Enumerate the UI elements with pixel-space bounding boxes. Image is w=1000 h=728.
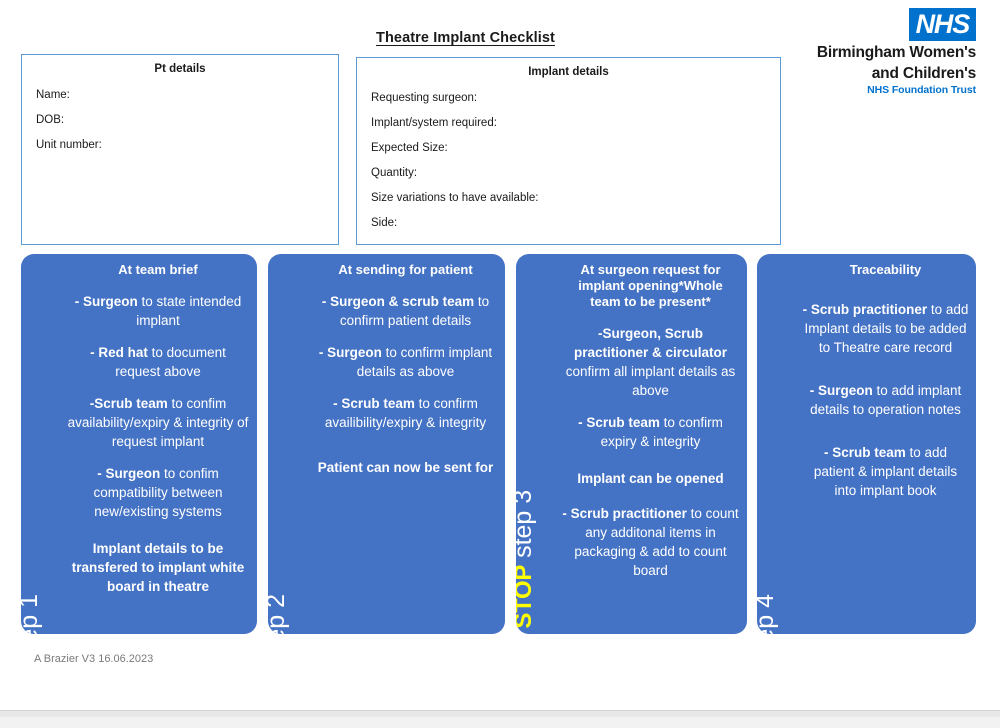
- step-item-rest: to add implant details to operation note…: [810, 383, 962, 417]
- footer-credit: A Brazier V3 16.06.2023: [34, 653, 154, 665]
- step-4-body: Traceability - Scrub practitioner to add…: [801, 262, 970, 628]
- step-item: - Scrub practitioner to add Implant deta…: [801, 300, 970, 357]
- step-3-items-after-note: - Scrub practitioner to count any addito…: [560, 504, 741, 580]
- step-4-label-text: step 4: [757, 594, 779, 634]
- step-2-body: At sending for patient - Surgeon & scrub…: [312, 262, 499, 628]
- step-3-label-text: step 3: [516, 490, 537, 558]
- step-item: - Surgeon & scrub team to confirm patien…: [312, 292, 499, 330]
- step-item: - Scrub team to confirm availibility/exp…: [312, 394, 499, 432]
- step-4-header: Traceability: [849, 262, 922, 277]
- trust-name-line-1: Birmingham Women's: [816, 44, 976, 61]
- step-box-4[interactable]: step 4 Traceability - Scrub practitioner…: [757, 254, 976, 634]
- safety-pit-stop-label: SAFETY PIT STOP: [516, 565, 537, 634]
- step-3-body: At surgeon request for implant opening*W…: [560, 262, 741, 628]
- field-row[interactable]: Requesting surgeon:: [371, 92, 478, 104]
- step-item-strong: - Scrub practitioner: [802, 302, 928, 317]
- step-2-items: - Surgeon & scrub team to confirm patien…: [312, 292, 499, 432]
- step-item: - Surgeon to confirm implant details as …: [312, 343, 499, 381]
- field-row[interactable]: Size variations to have available:: [371, 192, 539, 204]
- step-1-note: Implant details to be transfered to impl…: [71, 541, 245, 594]
- step-item-strong: - Scrub team: [578, 415, 660, 430]
- implant-details-box: Implant details Requesting surgeon: Impl…: [356, 57, 781, 245]
- step-3-rotated-label: SAFETY PIT STOP step 3: [516, 254, 562, 634]
- step-item-strong: - Surgeon: [97, 466, 161, 481]
- step-item-rest: to state intended implant: [136, 294, 242, 328]
- step-item: - Scrub team to add patient & implant de…: [801, 443, 970, 500]
- step-item-rest: to confim compatibility between new/exis…: [93, 466, 223, 519]
- step-item-rest: confirm all implant details as above: [565, 364, 736, 398]
- step-box-1[interactable]: step 1 At team brief - Surgeon to state …: [21, 254, 257, 634]
- step-box-2[interactable]: step 2 At sending for patient - Surgeon …: [268, 254, 505, 634]
- field-row[interactable]: Side:: [371, 217, 398, 229]
- bottom-status-band: [0, 710, 1000, 728]
- step-1-label-text: step 1: [21, 594, 43, 634]
- step-item-rest: to count any additonal items in packagin…: [574, 506, 739, 578]
- step-item: - Scrub practitioner to count any addito…: [560, 504, 741, 580]
- step-item-rest: to confirm availibility/expiry & integri…: [324, 396, 487, 430]
- step-item: -Scrub team to confim availability/expir…: [65, 394, 251, 451]
- step-item-strong: - Surgeon: [809, 383, 873, 398]
- trust-name-line-2: and Children's: [871, 64, 976, 82]
- nhs-badge-icon: NHS: [908, 8, 976, 41]
- step-item-rest: to confim availability/expiry & integrit…: [67, 396, 249, 449]
- implant-details-heading: Implant details: [528, 66, 609, 78]
- step-item-rest: to confirm implant details as above: [356, 345, 493, 379]
- field-row[interactable]: Implant/system required:: [371, 117, 497, 129]
- step-2-rotated-label: step 2: [268, 254, 314, 634]
- step-1-items: - Surgeon to state intended implant - Re…: [65, 292, 251, 521]
- step-item-strong: - Scrub practitioner: [562, 506, 687, 521]
- field-row[interactable]: DOB:: [36, 114, 65, 126]
- step-2-label-text: step 2: [268, 594, 290, 634]
- step-1-rotated-label: step 1: [21, 254, 67, 634]
- step-2-header: At sending for patient: [338, 262, 473, 277]
- step-2-note: Patient can now be sent for: [317, 460, 494, 475]
- step-item: - Surgeon to confim compatibility betwee…: [65, 464, 251, 521]
- patient-details-heading: Pt details: [154, 63, 206, 75]
- field-row[interactable]: Name:: [36, 89, 70, 101]
- steps-container: step 1 At team brief - Surgeon to state …: [0, 254, 1000, 728]
- step-item-strong: - Scrub team: [823, 445, 906, 460]
- step-item: - Scrub team to confirm expiry & integri…: [560, 413, 741, 451]
- step-item: - Red hat to document request above: [65, 343, 251, 381]
- trust-subtitle: NHS Foundation Trust: [867, 84, 976, 96]
- step-3-items: -Surgeon, Scrub practitioner & circulato…: [560, 324, 741, 451]
- step-item-strong: -Surgeon, Scrub practitioner & circulato…: [573, 326, 728, 360]
- step-item-strong: - Red hat: [90, 345, 148, 360]
- step-3-note: Implant can be opened: [577, 471, 724, 486]
- step-4-rotated-label: step 4: [757, 254, 803, 634]
- step-item-strong: - Surgeon: [74, 294, 138, 309]
- step-3-header: At surgeon request for implant opening*W…: [578, 262, 723, 309]
- step-1-body: At team brief - Surgeon to state intende…: [65, 262, 251, 628]
- step-item-rest: to document request above: [115, 345, 226, 379]
- bottom-status-band-inner: [0, 717, 1000, 728]
- step-item-rest: to add Implant details to be added to Th…: [804, 302, 969, 355]
- step-4-items: - Scrub practitioner to add Implant deta…: [801, 300, 970, 500]
- step-box-3[interactable]: SAFETY PIT STOP step 3 At surgeon reques…: [516, 254, 747, 634]
- step-item-rest: to confirm expiry & integrity: [600, 415, 723, 449]
- patient-details-box: Pt details Name: DOB: Unit number:: [21, 54, 339, 245]
- field-row[interactable]: Quantity:: [371, 167, 418, 179]
- page-title: Theatre Implant Checklist: [376, 30, 555, 46]
- nhs-logo: NHS Birmingham Women's and Children's NH…: [806, 8, 976, 97]
- patient-details-field-list: Name: DOB: Unit number:: [22, 83, 338, 158]
- step-item-strong: - Scrub team: [333, 396, 415, 411]
- field-row[interactable]: Unit number:: [36, 139, 102, 151]
- field-row[interactable]: Expected Size:: [371, 142, 448, 154]
- step-item: -Surgeon, Scrub practitioner & circulato…: [560, 324, 741, 400]
- step-1-header: At team brief: [118, 262, 198, 277]
- implant-details-field-list: Requesting surgeon: Implant/system requi…: [357, 86, 780, 236]
- step-item: - Surgeon to add implant details to oper…: [801, 381, 970, 419]
- step-item-rest: to confirm patient details: [339, 294, 490, 328]
- step-item-rest: to add patient & implant details into im…: [813, 445, 958, 498]
- step-item-strong: - Surgeon & scrub team: [321, 294, 475, 309]
- step-item-strong: -Scrub team: [89, 396, 168, 411]
- step-item-strong: - Surgeon: [318, 345, 382, 360]
- step-item: - Surgeon to state intended implant: [65, 292, 251, 330]
